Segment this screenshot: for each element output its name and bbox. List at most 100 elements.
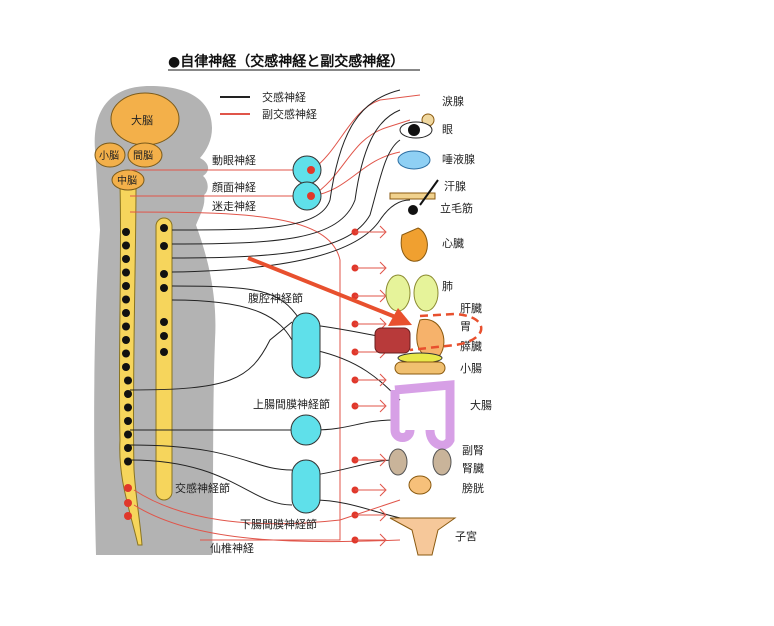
symp-fiber [171,89,401,231]
lung-right [413,274,439,312]
organ-label: 膀胱 [462,481,484,495]
diagram-title: ●自律神経（交感神経と副交感神経） [168,53,404,70]
organ-label: 腎臓 [462,462,484,475]
para-fiber [311,119,411,197]
sacral-neuron-dot [124,512,132,520]
spinal-neuron-dot [124,430,132,439]
para-fiber [355,483,387,497]
eye-pupil [408,124,420,136]
sacral-fiber [133,489,401,525]
symp-fiber [171,299,293,341]
para-fiber [355,225,387,239]
organ-label: 副腎 [462,444,484,457]
spinal-neuron-dot [122,363,130,371]
vagus-nerve-line [129,211,341,541]
para-fiber [355,261,387,275]
organ-label: 膵臓 [460,340,482,353]
midbrain [111,169,145,191]
spinal-neuron-dot [122,255,130,263]
small-intestine [394,361,446,375]
spinal-neuron-dot [122,322,130,331]
vagus-nerve-label: 迷走神経 [212,199,256,213]
organ-label: 立毛筋 [440,201,473,215]
trunk-ganglion-dot [160,332,168,340]
organ-label: 肝臓 [460,302,482,315]
organ-label: 唾液腺 [442,152,475,166]
symp-fiber [129,321,293,391]
legend-sympathetic-label: 交感神経 [262,90,306,104]
trunk-ganglion-dot [160,284,168,292]
organ-label: 眼 [442,123,453,136]
legend-parasympathetic-label: 副交感神経 [262,107,317,121]
celiac-ganglion-label: 腹腔神経節 [248,291,303,305]
sacral-nerve-label: 仙椎神経 [210,541,254,555]
symp-fiber [313,459,396,476]
ganglion-dot [307,166,315,174]
inferior-mesenteric-ganglion [291,459,321,514]
spinal-neuron-dot [122,228,130,236]
hair [419,179,439,206]
symp-fiber [129,444,293,471]
symp-fiber [171,139,401,259]
hair-follicle [408,205,418,215]
symp-fiber [171,285,301,321]
highlight-arrowhead [388,308,412,326]
symp-fiber [129,459,293,506]
midbrain-label: 中脳 [117,174,137,187]
oculomotor-nerve-label: 動眼神経 [212,153,256,167]
spinal-neuron-dot [124,376,132,385]
organ-label: 大腸 [470,398,492,412]
spinal-neuron-dot [122,268,130,277]
spinal-neuron-dot [122,349,130,358]
organ-label: 心臓 [442,237,464,250]
large-intestine [390,380,455,450]
trunk-ganglion-dot [160,270,168,278]
liver [374,327,411,354]
symp-fiber [313,419,396,431]
bladder [408,475,432,495]
uterus [389,517,457,556]
symp-fiber [171,199,411,273]
para-fiber [355,453,387,467]
ganglion-dot [307,192,315,200]
salivary-gland [397,150,431,170]
symp-fiber [171,109,401,245]
diencephalon [127,142,163,168]
symp-fiber [313,499,411,521]
symp-fiber [313,349,401,401]
sympathetic-trunk [155,217,173,501]
organ-label: 子宮 [455,529,477,543]
diencephalon-label: 間脳 [133,150,153,162]
highlight-dashed-bracket [409,312,483,352]
para-fiber [355,533,387,547]
organ-label: 汗腺 [444,179,466,193]
para-fiber [355,289,387,303]
para-fiber [355,399,387,413]
organ-label: 涙腺 [442,94,464,108]
cerebrum-label: 大脳 [131,113,153,127]
trunk-ganglion-dot [160,318,168,326]
sacral-neuron-dot [124,499,132,507]
highlight-arrow [247,256,399,320]
spinal-neuron-dot [124,390,132,398]
sympathetic-trunk-label: 交感神経節 [175,481,230,495]
spinal-neuron-dot [122,309,130,317]
inferior-mesenteric-ganglion-label: 下腸間膜神経節 [240,517,317,531]
sacral-neuron-dot [124,484,132,492]
spinal-neuron-dot [124,444,132,452]
organ-label: 胃 [460,320,471,333]
cerebellum-label: 小脳 [99,150,119,162]
superior-mesenteric-ganglion-label: 上腸間膜神経節 [253,397,330,411]
para-fiber [311,94,421,171]
adrenal-kidney-left [388,448,408,476]
adrenal-kidney-right [432,448,452,476]
organ-label: 小腸 [460,362,482,375]
spinal-neuron-dot [122,241,130,250]
spinal-neuron-dot [124,457,132,466]
spinal-neuron-dot [124,403,132,412]
skin [389,192,436,200]
stomach [416,318,445,358]
superior-mesenteric-ganglion [290,414,322,446]
celiac-ganglion [291,312,321,379]
lung-left [385,274,411,312]
